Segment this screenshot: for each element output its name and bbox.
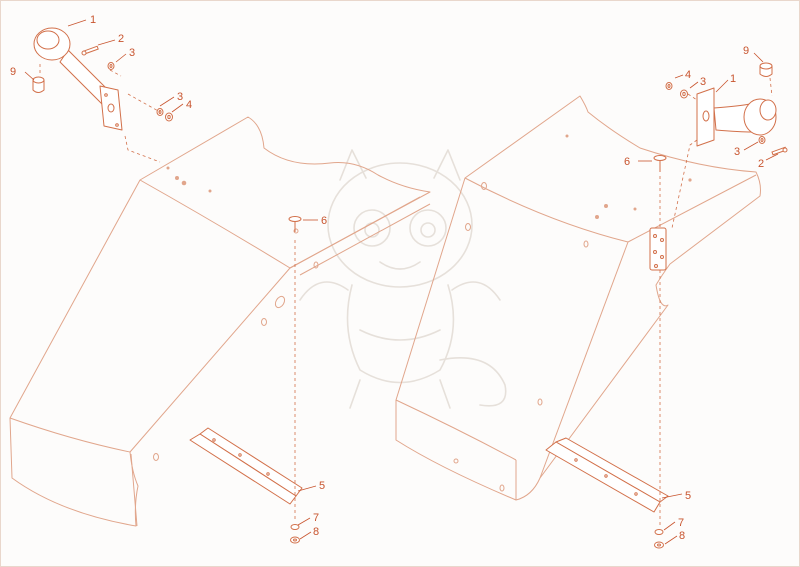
dragon-mascot-icon [299,149,507,409]
right-lamp-cap [759,62,773,77]
right-lamp-bracket [696,87,777,147]
callout-3: 3 [129,47,135,59]
right-bolt [771,146,788,156]
callout-7: 7 [313,512,319,524]
callout-6: 6 [321,215,327,227]
left-fender-holes [166,166,212,193]
left-washers-mid [156,108,173,122]
callout-4: 4 [685,69,691,81]
callout-8: 8 [313,526,319,538]
callout-5: 5 [319,480,325,492]
right-fender-holes [565,134,692,219]
callout-9: 9 [10,66,16,78]
callout-3: 3 [734,146,740,158]
right-washers-top [665,82,688,99]
left-fender [9,116,431,527]
callout-2: 2 [118,33,124,45]
callout-5: 5 [685,490,691,502]
left-guide-lines [39,64,296,520]
right-guide-lines [659,77,773,528]
left-fender-slots [153,228,319,461]
left-lamp-cap [32,76,45,93]
right-nut-washer [654,529,664,549]
right-fender-slots [453,182,589,492]
right-callouts: 9 4 3 1 6 3 2 5 7 8 [624,45,764,542]
right-hole-pattern [649,227,667,271]
callout-7: 7 [678,517,684,529]
callout-1: 1 [730,73,736,85]
left-callouts: 1 2 3 3 4 9 6 5 7 8 [10,14,327,538]
left-callout-leaders [24,19,318,540]
callout-2: 2 [758,158,764,170]
callout-8: 8 [679,530,685,542]
left-bolt [81,45,99,56]
right-callout-leaders [638,52,779,545]
right-mounting-rail [545,437,669,513]
callout-1: 1 [90,14,96,26]
callout-6: 6 [624,156,630,168]
right-screw [653,155,667,172]
right-washer-mid [758,136,766,144]
left-washers-top [107,62,115,70]
right-fender [395,95,761,501]
callout-3: 3 [177,91,183,103]
left-nut-washer [290,524,300,544]
callout-9: 9 [743,45,749,57]
left-mounting-rail [189,427,303,505]
callout-3: 3 [700,76,706,88]
callout-4: 4 [186,99,192,111]
left-lamp-bracket [33,27,123,131]
left-screw [288,216,302,232]
